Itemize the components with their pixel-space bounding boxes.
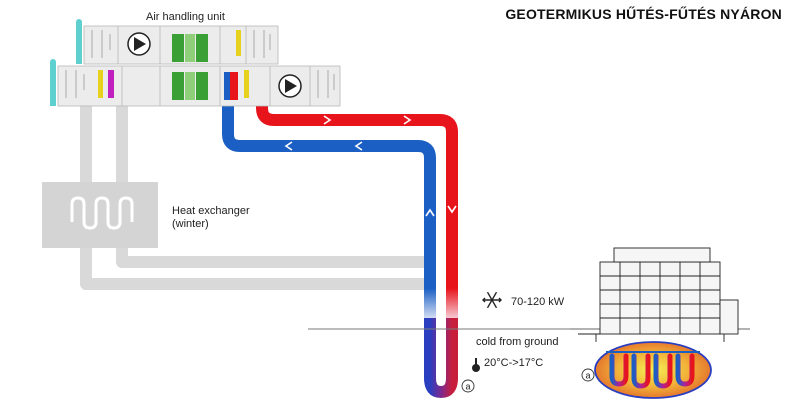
ahu-frame-lower: [50, 62, 56, 106]
cold-pipe: [222, 100, 436, 320]
power-label: 70-120 kW: [511, 296, 565, 308]
svg-text:a: a: [585, 371, 590, 381]
snowflake-icon: [482, 291, 502, 309]
ground-loop: [424, 318, 458, 399]
heat-exchanger-pipes: [80, 106, 430, 290]
ground-heat-field: [594, 341, 712, 399]
ground-label: cold from ground: [476, 336, 559, 348]
heat-exchanger: [42, 182, 158, 248]
marker-a-building: a: [581, 368, 595, 382]
page-title: GEOTERMIKUS HŰTÉS-FŰTÉS NYÁRON: [505, 6, 782, 22]
building-icon: [578, 247, 739, 342]
heat-exchanger-label: Heat exchanger: [172, 205, 250, 217]
heat-exchanger-sublabel: (winter): [172, 218, 209, 230]
air-handling-unit: [50, 19, 341, 107]
marker-a: a: [461, 379, 475, 393]
temperature-label: 20°C->17°C: [484, 357, 544, 369]
flow-arrows: [284, 115, 457, 217]
thermometer-icon: [472, 358, 480, 372]
ahu-label: Air handling unit: [146, 11, 225, 23]
ahu-frame-upper: [76, 22, 82, 64]
svg-text:a: a: [465, 382, 470, 392]
hot-pipe: [256, 100, 458, 320]
